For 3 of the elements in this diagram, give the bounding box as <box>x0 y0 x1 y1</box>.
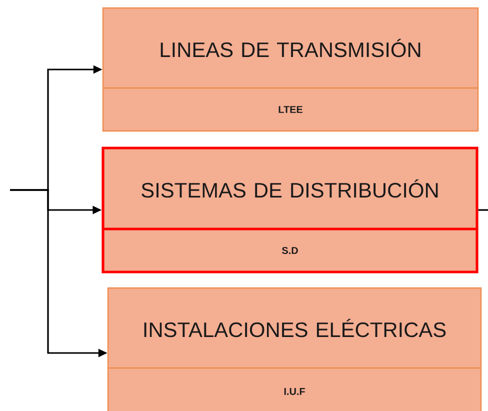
split-box: SISTEMAS DE DISTRIBUCIÓN S.D <box>102 146 478 274</box>
split-box: LINEAS DE TRANSMISIÓN LTEE <box>102 7 479 132</box>
split-box: INSTALACIONES ELÉCTRICAS I.U.F <box>107 287 482 411</box>
